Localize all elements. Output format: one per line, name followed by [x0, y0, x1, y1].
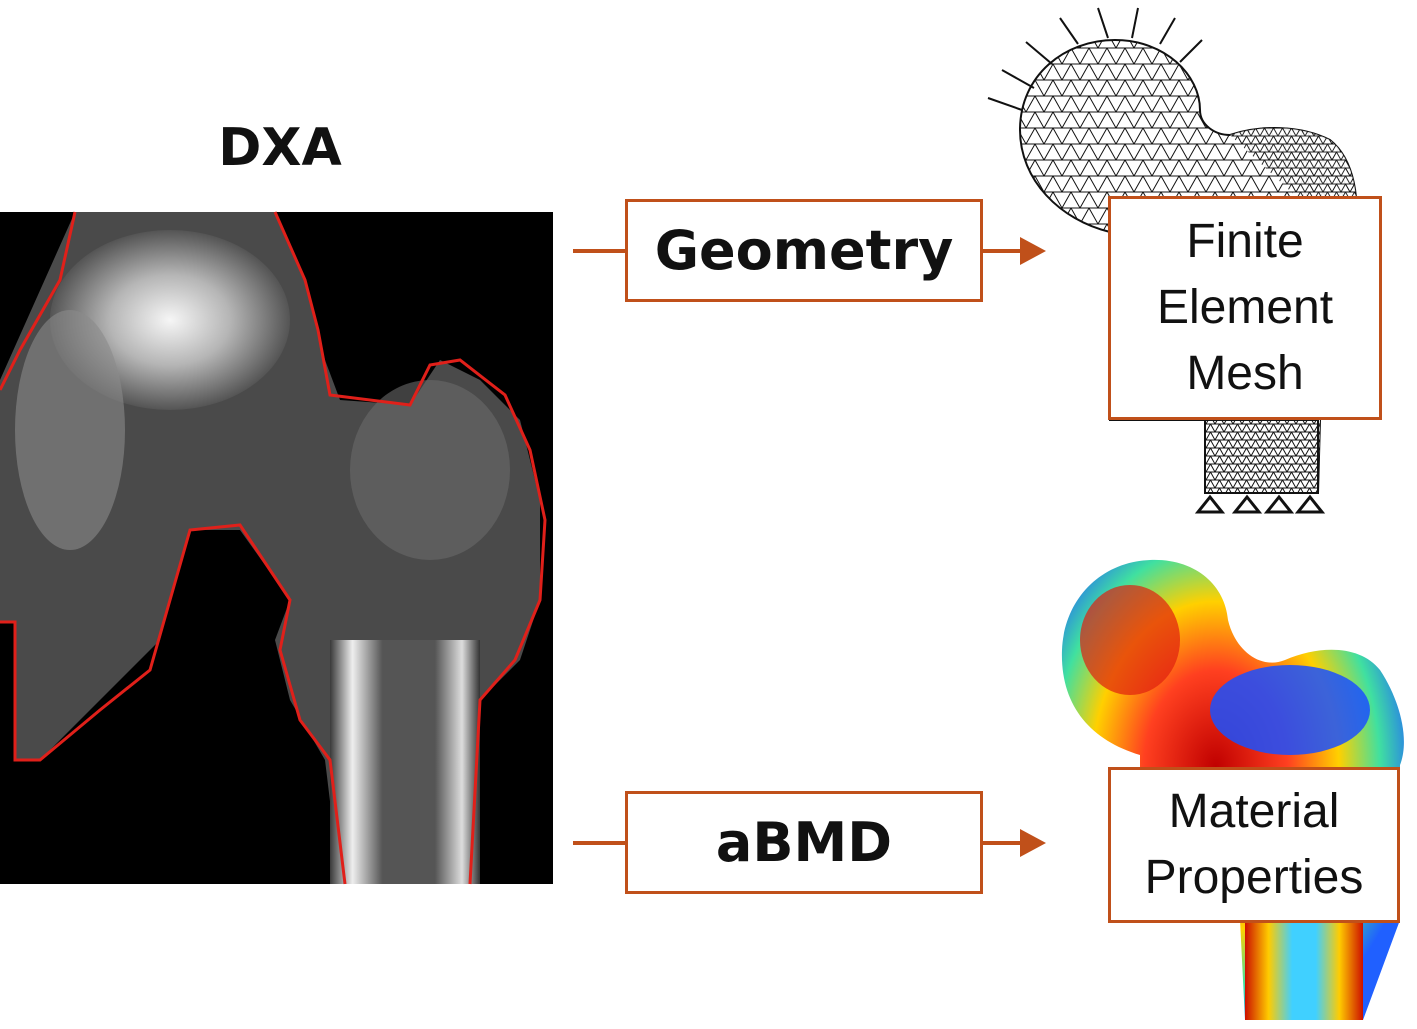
abmd-box: aBMD	[625, 791, 983, 894]
support-constraints-icon	[1194, 494, 1326, 514]
dxa-title: DXA	[218, 118, 342, 178]
mesh-label-line-3: Mesh	[1186, 347, 1304, 400]
material-properties-box: Material Properties	[1108, 767, 1400, 923]
geometry-box: Geometry	[625, 199, 983, 302]
geometry-label: Geometry	[654, 219, 954, 282]
material-label-line-1: Material	[1168, 785, 1340, 838]
dxa-xray-image	[0, 211, 553, 885]
arrowhead-geometry	[1020, 237, 1046, 265]
abmd-label: aBMD	[715, 811, 893, 874]
material-label-line-2: Properties	[1144, 851, 1364, 904]
finite-element-mesh-box: Finite Element Mesh	[1108, 196, 1382, 420]
mesh-label-line-1: Finite	[1186, 215, 1304, 268]
load-arrows-icon	[987, 7, 1203, 111]
mesh-label-line-2: Element	[1156, 281, 1334, 334]
connector-arrows	[573, 237, 1046, 857]
arrowhead-abmd	[1020, 829, 1046, 857]
